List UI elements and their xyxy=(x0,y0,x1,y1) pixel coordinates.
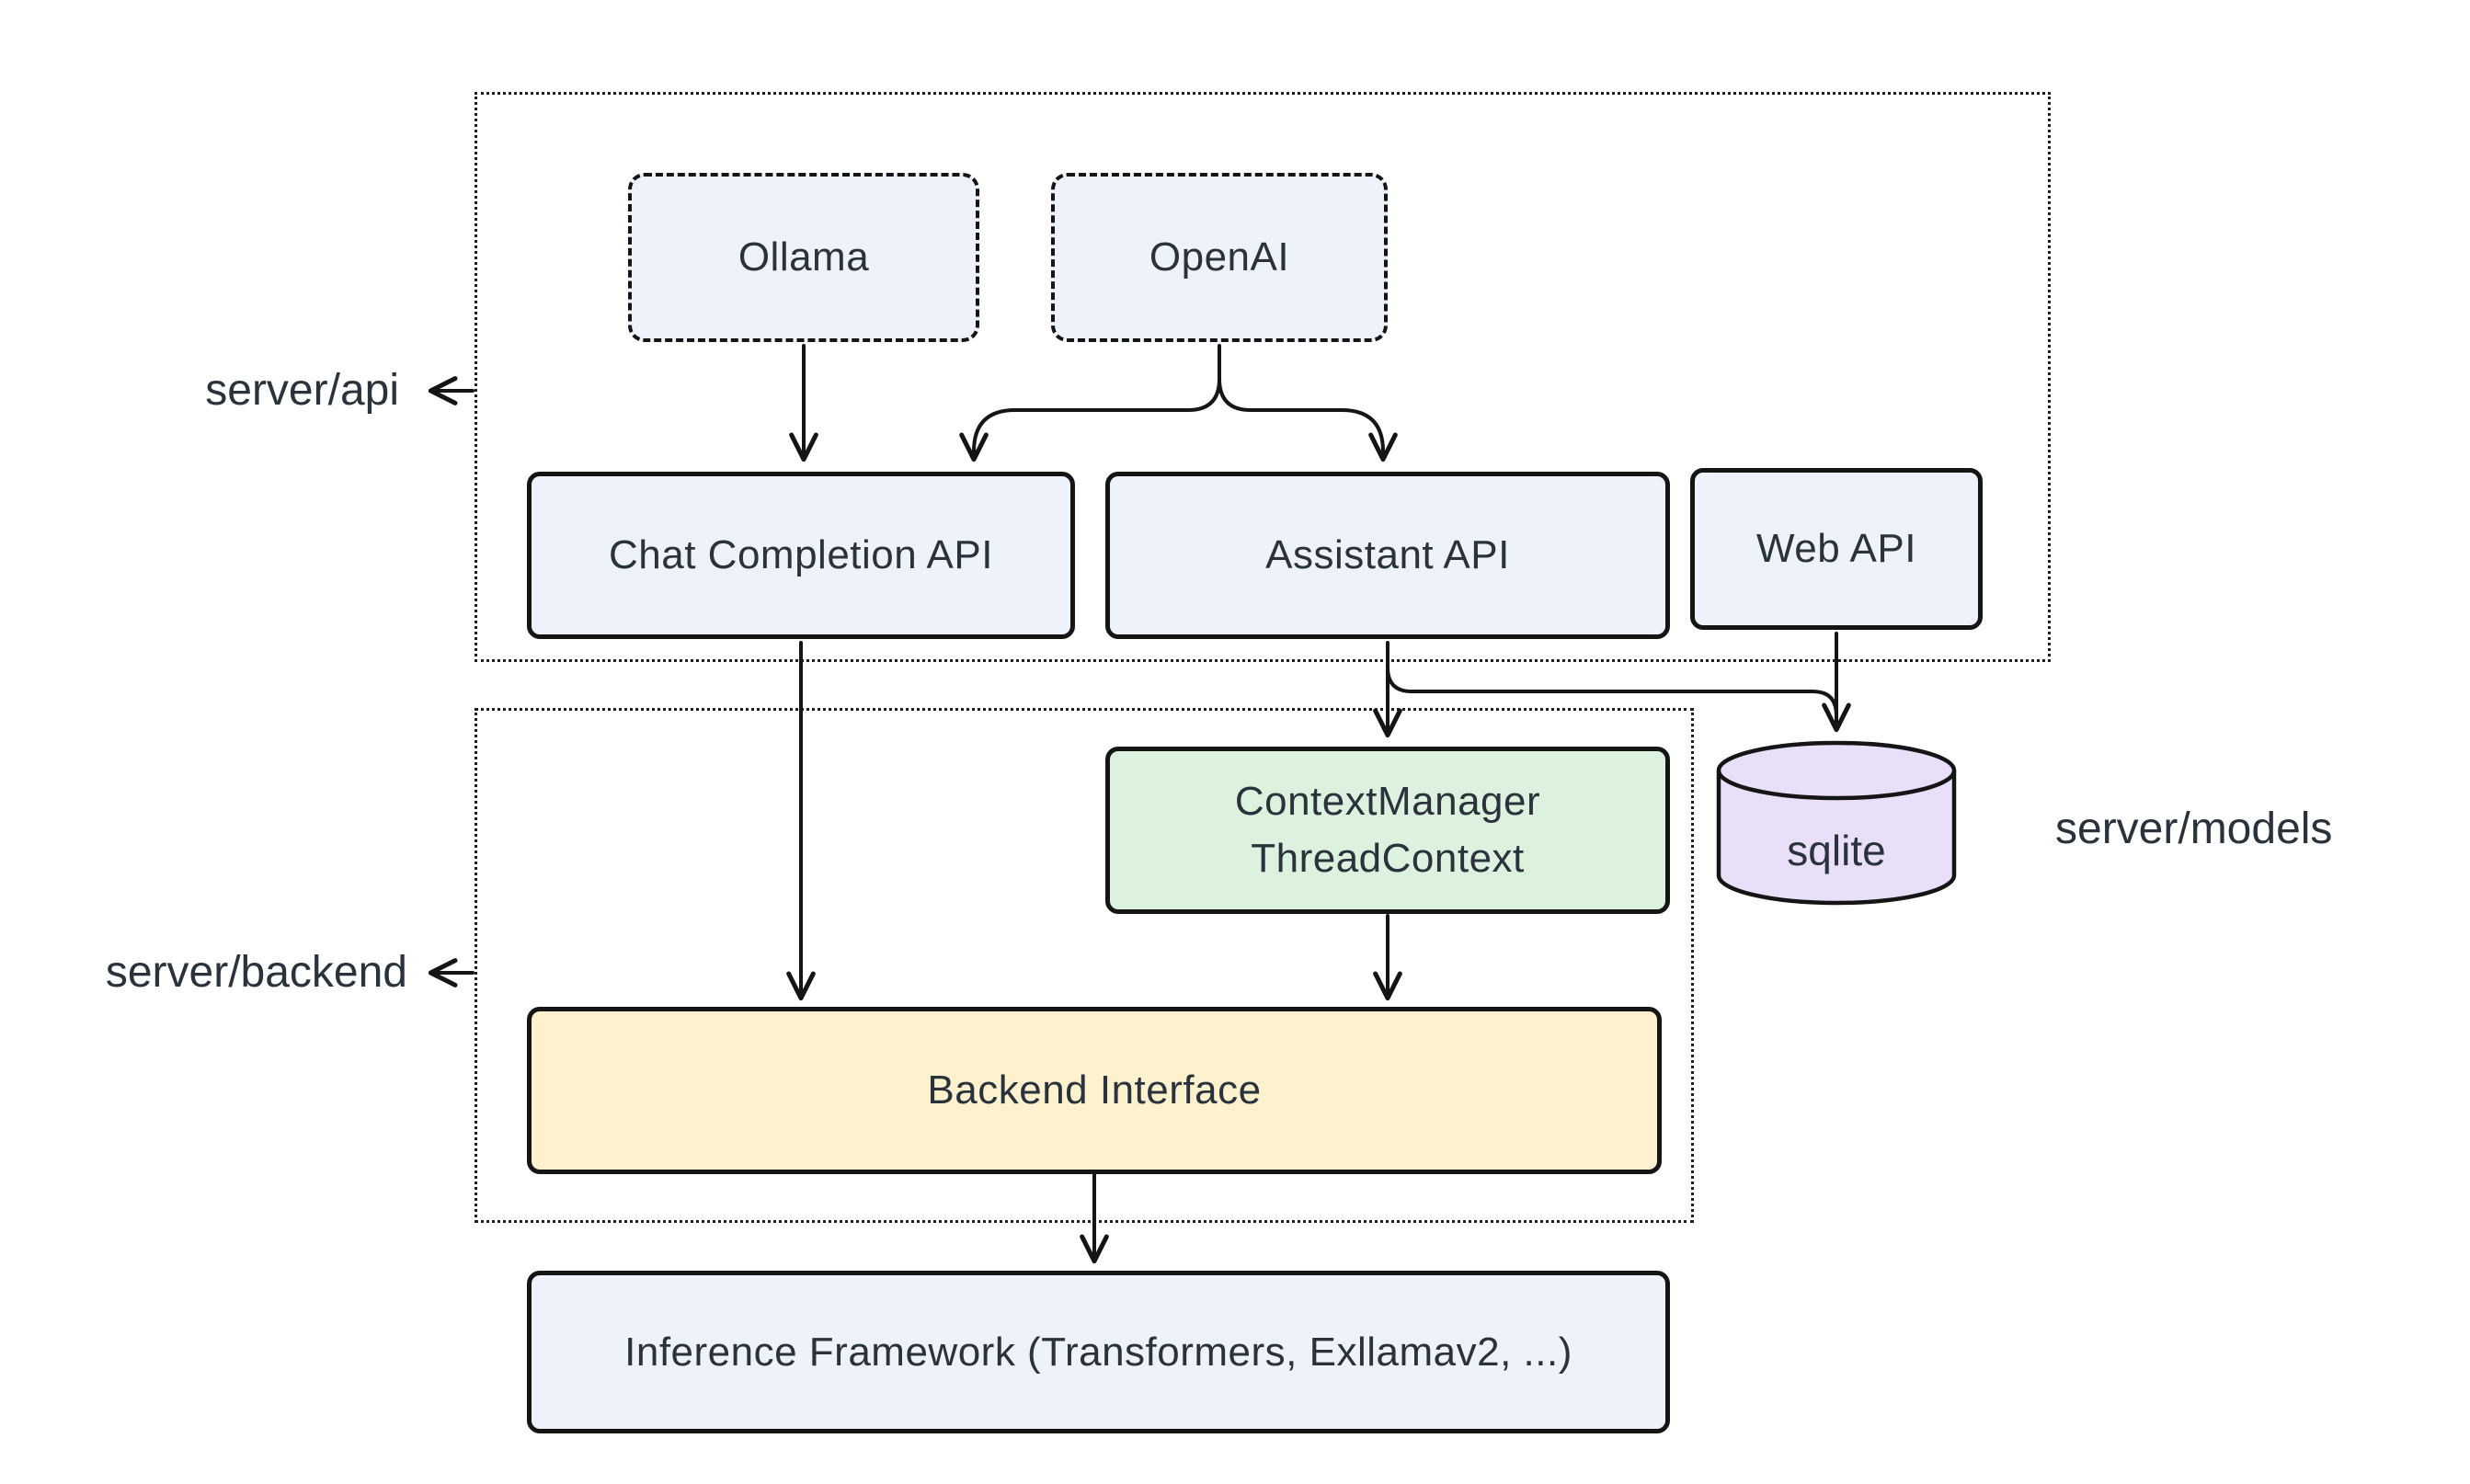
server-models-label: server/models xyxy=(2055,805,2333,853)
server-backend-container xyxy=(475,708,1694,1223)
node-backend-interface: Backend Interface xyxy=(527,1007,1662,1174)
server-api-label: server/api xyxy=(205,366,399,415)
cylinder-top xyxy=(1716,740,1957,801)
node-openai: OpenAI xyxy=(1051,173,1388,342)
server-backend-label: server/backend xyxy=(105,948,407,997)
sqlite-cylinder xyxy=(1716,740,1957,906)
node-label: Assistant API xyxy=(1265,532,1510,578)
node-label: ThreadContext xyxy=(1251,836,1525,881)
node-ollama: Ollama xyxy=(628,173,979,342)
node-assistant-api: Assistant API xyxy=(1105,472,1670,639)
node-label: OpenAI xyxy=(1149,234,1290,280)
node-inference-framework: Inference Framework (Transformers, Exlla… xyxy=(527,1271,1670,1433)
server-api-container xyxy=(475,92,2051,662)
node-label: Chat Completion API xyxy=(609,532,993,578)
node-label: Ollama xyxy=(738,234,870,280)
node-context-manager: ContextManager ThreadContext xyxy=(1105,747,1670,914)
node-label: ContextManager xyxy=(1234,779,1541,825)
node-chat-completion-api: Chat Completion API xyxy=(527,472,1075,639)
node-web-api: Web API xyxy=(1690,468,1983,630)
node-label: Web API xyxy=(1756,526,1916,572)
node-label: Backend Interface xyxy=(927,1067,1262,1113)
node-label: Inference Framework (Transformers, Exlla… xyxy=(624,1329,1572,1375)
sqlite-label: sqlite xyxy=(1787,827,1886,874)
